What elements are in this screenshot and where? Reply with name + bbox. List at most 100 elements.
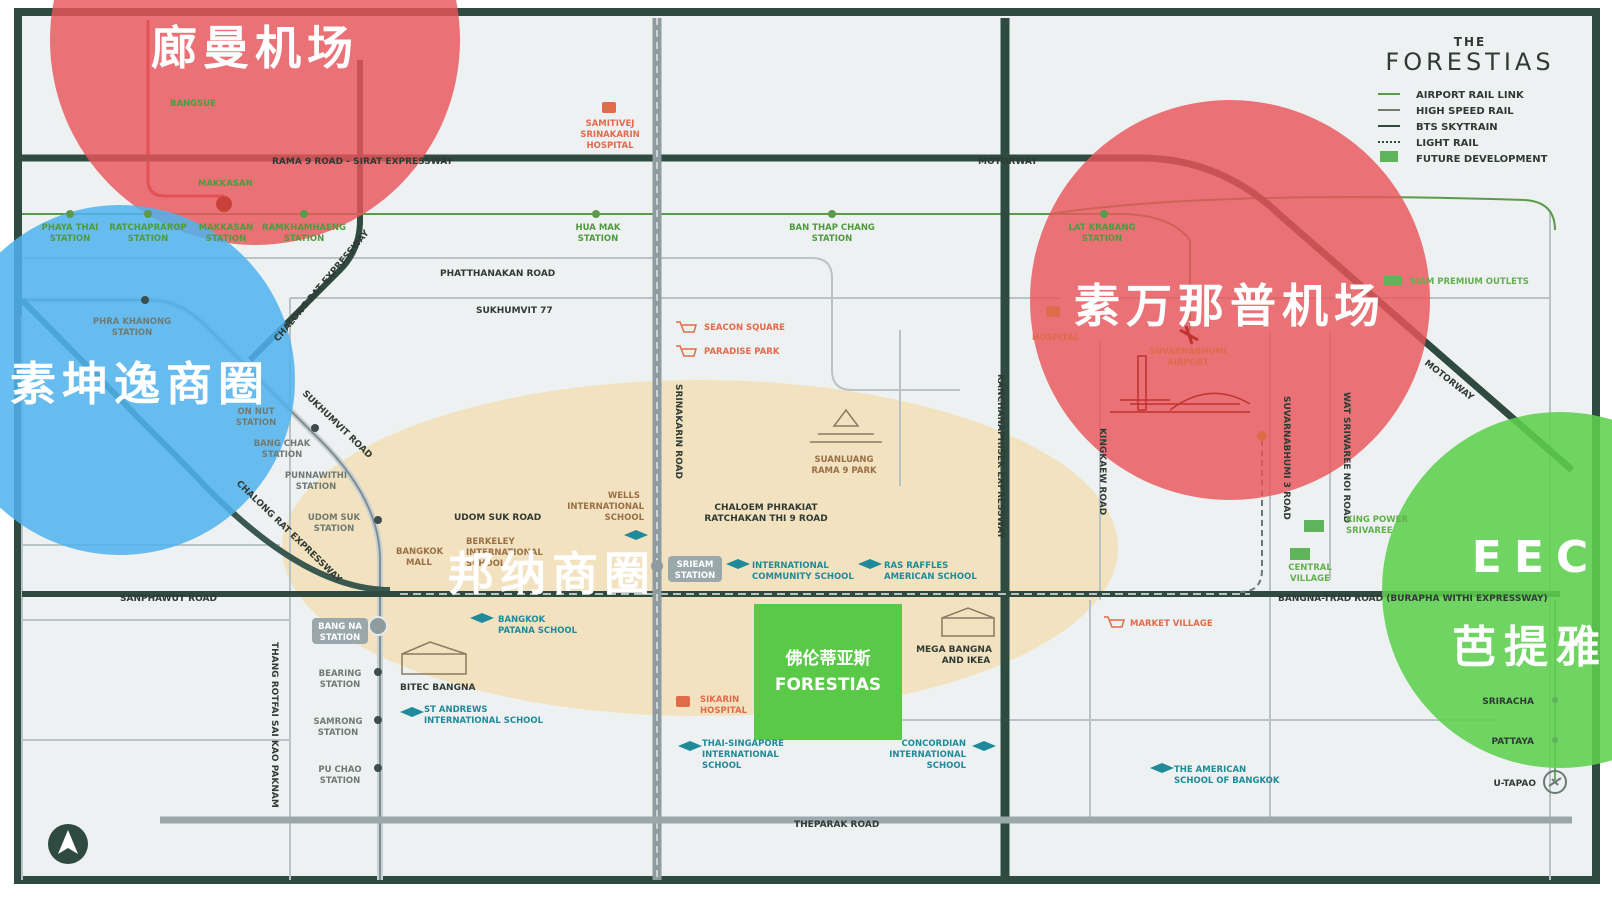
zone-eec-circle <box>1382 412 1612 768</box>
legend-label-bts: BTS SKYTRAIN <box>1416 122 1498 133</box>
suvarnabhumi-dashed-link <box>1239 440 1263 593</box>
station-on-nut-2: STATION <box>236 418 276 428</box>
station-samrong-1: SAMRONG <box>313 717 362 727</box>
poi-central-2: VILLAGE <box>1290 574 1330 584</box>
poi-american-1: THE AMERICAN <box>1174 765 1246 775</box>
station-ban-thap-2: STATION <box>812 234 852 244</box>
poi-intl-comm-2: COMMUNITY SCHOOL <box>752 572 854 582</box>
road-suvarnabhumi3: SUVARNABHUMI 3 ROAD <box>1281 396 1291 520</box>
srieam-station-box <box>668 556 722 582</box>
poi-bangkok-mall-1: BANGKOK <box>396 547 444 557</box>
hospital-icon <box>1046 306 1060 317</box>
road-motorway-top: MOTORWAY <box>978 157 1038 167</box>
poi-berkeley-1: BERKELEY <box>466 537 515 547</box>
airport-plane-icon <box>1179 325 1199 345</box>
zone-title-pattaya: 芭提雅 <box>1452 622 1608 673</box>
station-phaya-thai-2: STATION <box>50 234 90 244</box>
legend-label-airport-rail: AIRPORT RAIL LINK <box>1416 90 1525 101</box>
station-dots <box>66 210 1108 218</box>
poi-pattaya-en: PATTAYA <box>1491 737 1534 747</box>
poi-concordian-1: CONCORDIAN <box>902 739 967 749</box>
poi-suvarnabhumi-1: SUVARNABHUMI <box>1149 347 1227 357</box>
station-phra-khanong-1: PHRA KHANONG <box>93 317 171 327</box>
poi-siam-premium: SIAM PREMIUM OUTLETS <box>1410 277 1529 287</box>
north-arrow-glyph <box>58 830 78 854</box>
poi-ras-1: RAS RAFFLES <box>884 561 948 571</box>
station-punnawithi-2: STATION <box>296 482 336 492</box>
legend-label-high-speed: HIGH SPEED RAIL <box>1416 106 1514 117</box>
poi-bitec: BITEC BANGNA <box>400 683 476 693</box>
poi-hospital-partial: HOSPITAL <box>1032 333 1080 343</box>
hospital-icon <box>602 102 616 113</box>
poi-bangkok-mall-2: MALL <box>406 558 432 568</box>
station-bang-chak-2: STATION <box>262 450 302 460</box>
forestias-project-marker[interactable] <box>754 604 902 740</box>
road-chaloem-1: CHALOEM PHRAKIAT <box>714 503 818 513</box>
poi-wells-3: SCHOOL <box>605 513 645 523</box>
suanluang-pavilion-icon <box>810 408 882 443</box>
poi-sikarin-2: HOSPITAL <box>700 706 748 716</box>
road-wat-srinagree: WAT SRIWAREE NOI ROAD <box>1341 392 1351 523</box>
station-bang-na-1: BANG NA <box>318 622 362 632</box>
poi-mega-2: AND IKEA <box>942 656 991 666</box>
poi-intl-comm-1: INTERNATIONAL <box>752 561 829 571</box>
station-hua-mak-1: HUA MAK <box>576 223 621 233</box>
project-name-cn: 佛伦蒂亚斯 <box>785 648 871 669</box>
poi-thai-sg-1: THAI-SINGAPORE <box>702 739 784 749</box>
project-name-en: FORESTIAS <box>775 675 881 695</box>
brand-name: FORESTIAS <box>1385 48 1554 76</box>
mega-bangna-icon <box>941 607 995 637</box>
bang-na-station-box <box>312 618 368 644</box>
station-bearing-2: STATION <box>320 680 360 690</box>
road-rama9: RAMA 9 ROAD - SIRAT EXPRESSWAY <box>272 157 453 167</box>
eec-dots <box>1552 697 1558 743</box>
station-hua-mak-2: STATION <box>578 234 618 244</box>
poi-ras-2: AMERICAN SCHOOL <box>884 572 977 582</box>
road-sanphawut: SANPHAWUT ROAD <box>120 594 217 604</box>
poi-suanluang-2: RAMA 9 PARK <box>811 466 877 476</box>
poi-american-2: SCHOOL OF BANGKOK <box>1174 776 1280 786</box>
poi-thai-sg-2: INTERNATIONAL <box>702 750 779 760</box>
poi-st-andrews-2: INTERNATIONAL SCHOOL <box>424 716 544 726</box>
poi-bkk-patana-2: PATANA SCHOOL <box>498 626 578 636</box>
poi-suvarnabhumi-2: AIRPORT <box>1167 358 1209 368</box>
station-samrong-2: STATION <box>318 728 358 738</box>
poi-suanluang-1: SUANLUANG <box>815 455 874 465</box>
zone-bangna-ellipse <box>282 380 1118 716</box>
station-makkasan-2: STATION <box>206 234 246 244</box>
legend: AIRPORT RAIL LINK HIGH SPEED RAIL BTS SK… <box>1378 90 1548 165</box>
poi-samitivej-1: SAMITIVEJ <box>586 119 635 129</box>
bang-na-station-marker <box>368 616 388 636</box>
poi-samitivej-3: HOSPITAL <box>587 141 635 151</box>
poi-seacon: SEACON SQUARE <box>704 323 785 333</box>
poi-thai-sg-3: SCHOOL <box>702 761 742 771</box>
road-bangna-trad: BANGNA-TRAD ROAD (BURAPHA WITHI EXPRESSW… <box>1278 594 1548 604</box>
station-phra-khanong-2: STATION <box>112 328 152 338</box>
bitec-icon <box>401 641 467 675</box>
poi-mega-1: MEGA BANGNA <box>916 645 992 655</box>
station-ratchaprarop-2: STATION <box>128 234 168 244</box>
station-lat-krabang-1: LAT KRABANG <box>1069 223 1136 233</box>
station-pu-chao-1: PU CHAO <box>318 765 361 775</box>
poi-berkeley-3: SCHOOL <box>466 559 506 569</box>
suvarnabhumi-pin <box>1257 431 1267 441</box>
zone-title-suvarnabhumi: 素万那普机场 <box>1074 279 1386 333</box>
poi-samitivej-2: SRINAKARIN <box>580 130 640 140</box>
road-kanchanaphisek: KANCHANAPHISEK EXPRESSWAY <box>995 374 1005 539</box>
station-punnawithi-1: PUNNAWITHI <box>285 471 347 481</box>
station-phaya-thai-1: PHAYA THAI <box>42 223 99 233</box>
future-development-icon <box>1290 276 1402 560</box>
brand-the: THE <box>1454 35 1486 49</box>
road-kingkaew: KINGKAEW ROAD <box>1097 428 1107 515</box>
station-pu-chao-2: STATION <box>320 776 360 786</box>
poi-u-tapao: U-TAPAO <box>1493 779 1536 789</box>
u-tapao-icon <box>1543 770 1567 794</box>
road-udom-suk: UDOM SUK ROAD <box>454 513 541 523</box>
legend-label-future: FUTURE DEVELOPMENT <box>1416 154 1548 165</box>
poi-paradise: PARADISE PARK <box>704 347 780 357</box>
zone-sukhumvit-circle <box>0 205 295 555</box>
zone-title-eec: EEC <box>1472 532 1600 583</box>
legend-swatch-future <box>1380 151 1398 162</box>
chalong-rat-expressway <box>247 60 363 363</box>
